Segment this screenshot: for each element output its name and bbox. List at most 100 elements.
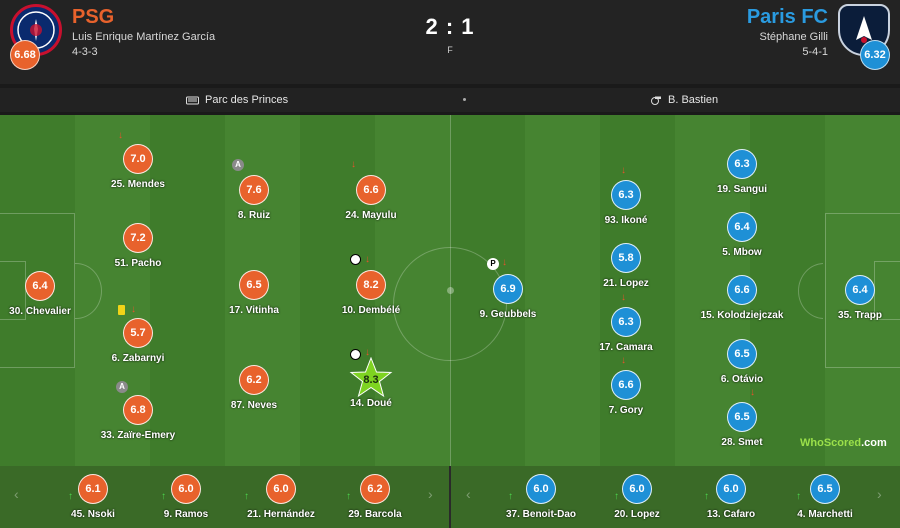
player-card[interactable]: ↓ 6.3 17. Camara — [581, 292, 671, 367]
player-name: 21. Hernández — [247, 509, 315, 520]
assist-icon: A — [116, 381, 128, 393]
chevron-right-icon[interactable]: › — [428, 486, 433, 502]
player-rating: 6.4 — [25, 271, 55, 301]
player-name: 17. Vitinha — [229, 305, 279, 316]
player-card[interactable]: 6.4 30. Chevalier — [0, 271, 85, 331]
player-card[interactable]: 6.6 15. Kolodziejczak — [697, 275, 787, 335]
player-rating: 5.8 — [611, 243, 641, 273]
sub-off-arrow-icon: ↓ — [621, 165, 626, 176]
player-rating: 7.0 — [123, 144, 153, 174]
player-name: 9. Geubbels — [479, 309, 537, 320]
player-card[interactable]: ↓ 6.3 93. Ikoné — [581, 165, 671, 240]
sub-card[interactable]: ↑ 6.0 37. Benoit-Dao — [496, 474, 586, 528]
home-team-name[interactable]: PSG — [72, 6, 115, 28]
watermark-brand: WhoScored — [800, 437, 862, 449]
player-card[interactable]: ↓ 7.0 25. Mendes — [93, 130, 183, 204]
player-rating: 8.3 — [363, 374, 379, 386]
player-rating: 6.1 — [78, 474, 108, 504]
match-header: 6.68 PSG Luis Enrique Martínez García 4-… — [0, 0, 900, 84]
player-card[interactable]: 6.5 6. Otávio — [697, 339, 787, 399]
player-card[interactable]: 6.4 5. Mbow — [697, 212, 787, 272]
player-name: 4. Marchetti — [797, 509, 853, 520]
player-name: 13. Cafaro — [706, 509, 756, 520]
player-card[interactable]: 5.8 21. Lopez — [581, 243, 671, 303]
player-name: 8. Ruiz — [237, 210, 271, 221]
player-name: 51. Pacho — [114, 258, 162, 269]
player-card[interactable]: ↓ 8.2 10. Dembélé — [326, 254, 416, 330]
player-card[interactable]: 6.5 17. Vitinha — [209, 270, 299, 330]
sub-card[interactable]: ↑ 6.0 21. Hernández — [236, 474, 326, 528]
chevron-right-icon[interactable]: › — [877, 486, 882, 502]
sub-card[interactable]: ↑ 6.2 29. Barcola — [330, 474, 420, 528]
player-rating: 6.4 — [845, 275, 875, 305]
away-team-rating: 6.32 — [860, 40, 890, 70]
player-name: 87. Neves — [230, 400, 278, 411]
stadium-icon — [186, 96, 199, 105]
player-name: 35. Trapp — [838, 310, 882, 321]
home-manager: Luis Enrique Martínez García — [72, 31, 216, 43]
player-card[interactable]: 6.3 19. Sangui — [697, 149, 787, 209]
separator-dot — [463, 98, 466, 101]
player-name: 6. Zabarnyi — [111, 353, 165, 364]
chevron-left-icon[interactable]: ‹ — [14, 486, 19, 502]
player-name: 33. Zaïre-Emery — [100, 430, 176, 441]
player-card[interactable]: ↓ 8.3 14. Doué — [326, 347, 416, 423]
sub-off-arrow-icon: ↓ — [131, 304, 136, 315]
sub-on-arrow-icon: ↑ — [68, 491, 73, 502]
player-name: 37. Benoit-Dao — [505, 509, 576, 520]
sub-off-arrow-icon: ↓ — [750, 387, 755, 398]
centre-spot — [447, 287, 454, 294]
sub-on-arrow-icon: ↑ — [614, 491, 619, 502]
player-rating: 6.4 — [727, 212, 757, 242]
home-formation: 4-3-3 — [72, 46, 98, 58]
chevron-left-icon[interactable]: ‹ — [466, 486, 471, 502]
away-team-name[interactable]: Paris FC — [746, 6, 828, 28]
player-card[interactable]: 6.2 87. Neves — [209, 365, 299, 425]
home-team-rating: 6.68 — [10, 40, 40, 70]
player-rating: 6.0 — [171, 474, 201, 504]
player-name: 30. Chevalier — [9, 306, 71, 317]
sub-card[interactable]: ↑ 6.1 45. Nsoki — [48, 474, 138, 528]
sub-card[interactable]: ↑ 6.0 20. Lopez — [592, 474, 682, 528]
player-card[interactable]: ↓ 6.5 28. Smet — [697, 387, 787, 462]
player-card[interactable]: A 7.6 8. Ruiz — [209, 159, 299, 235]
player-rating: 6.3 — [611, 180, 641, 210]
sub-on-arrow-icon: ↑ — [346, 491, 351, 502]
player-rating: 7.6 — [239, 175, 269, 205]
sub-on-arrow-icon: ↑ — [244, 491, 249, 502]
player-name: 10. Dembélé — [341, 305, 401, 316]
player-name: 9. Ramos — [163, 509, 209, 520]
player-card[interactable]: P ↓ 6.9 9. Geubbels — [463, 257, 553, 334]
whoscored-watermark: WhoScored.com — [800, 437, 887, 449]
player-rating: 6.0 — [622, 474, 652, 504]
player-name: 14. Doué — [350, 398, 392, 409]
sub-on-arrow-icon: ↑ — [796, 491, 801, 502]
player-card[interactable]: 6.4 35. Trapp — [815, 275, 900, 335]
player-card[interactable]: ↓ 6.6 7. Gory — [581, 355, 671, 430]
player-name: 20. Lopez — [614, 509, 660, 520]
away-manager: Stéphane Gilli — [759, 31, 829, 43]
sub-card[interactable]: ↑ 6.0 9. Ramos — [141, 474, 231, 528]
player-rating: 6.2 — [239, 365, 269, 395]
player-card[interactable]: 7.2 51. Pacho — [93, 223, 183, 283]
player-rating: 6.5 — [727, 339, 757, 369]
venue-name: Parc des Princes — [205, 94, 289, 106]
player-card[interactable]: ↓ 5.7 6. Zabarnyi — [93, 304, 183, 378]
goal-ball-icon — [350, 254, 361, 265]
player-card[interactable]: ↓ 6.6 24. Mayulu — [326, 159, 416, 235]
player-rating: 6.6 — [611, 370, 641, 400]
sub-card[interactable]: ↑ 6.0 13. Cafaro — [686, 474, 776, 528]
match-status: F — [447, 45, 453, 55]
player-rating: 6.0 — [716, 474, 746, 504]
player-rating: 6.5 — [810, 474, 840, 504]
match-score: 2 : 1 — [425, 14, 475, 39]
penalty-icon: P — [487, 258, 499, 270]
player-rating: 6.0 — [526, 474, 556, 504]
player-card[interactable]: A 6.8 33. Zaïre-Emery — [93, 381, 183, 455]
sub-card[interactable]: ↑ 6.5 4. Marchetti — [780, 474, 870, 528]
away-penalty-box — [825, 213, 900, 368]
player-name: 19. Sangui — [716, 184, 767, 195]
away-formation: 5-4-1 — [802, 46, 828, 58]
player-rating: 5.7 — [123, 318, 153, 348]
sub-off-arrow-icon: ↓ — [365, 347, 370, 358]
